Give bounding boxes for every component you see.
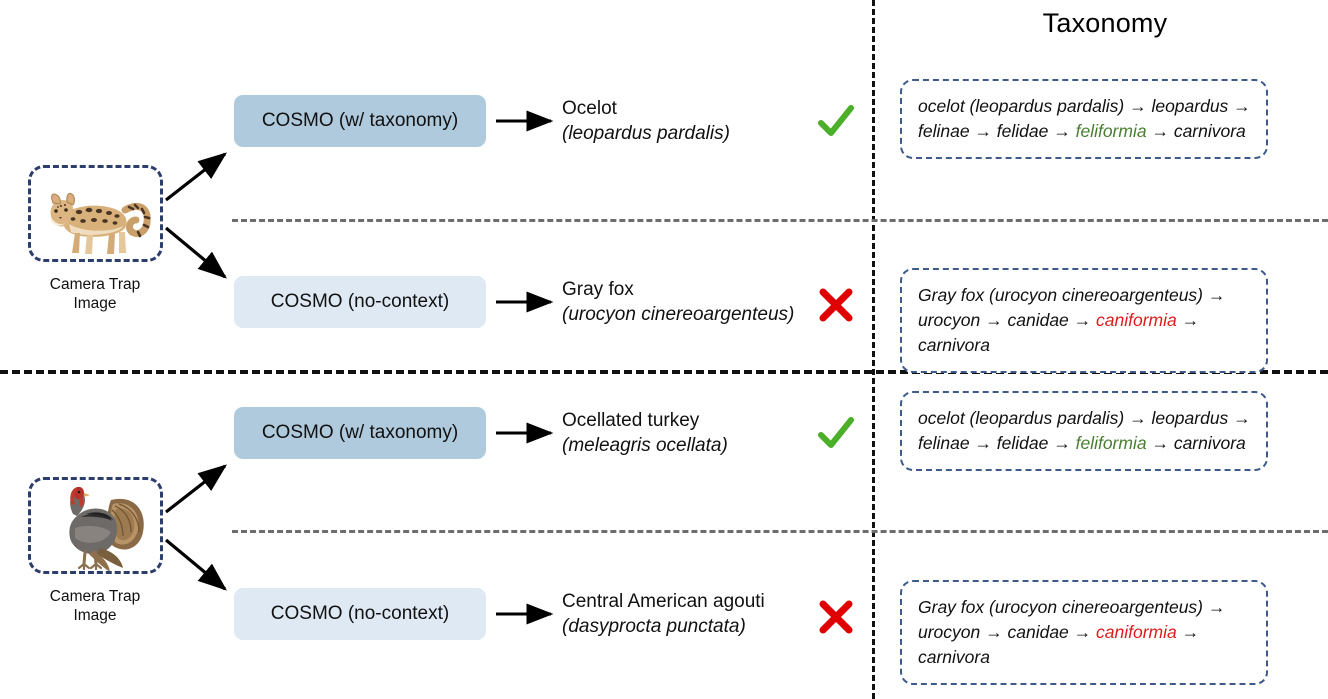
caption-line-1: Camera Trap: [49, 276, 141, 293]
caption-line-2: Image: [73, 295, 117, 312]
prediction-2: Gray fox (urocyon cinereoargenteus): [562, 277, 842, 327]
cross-icon: [819, 288, 853, 322]
camera-trap-image-card-2[interactable]: [28, 477, 163, 574]
image-caption-1: Camera Trap Image: [15, 275, 175, 313]
taxonomy-suffix: → carnivora: [1146, 433, 1246, 453]
taxonomy-suffix: → carnivora: [918, 310, 1200, 355]
page-title: Taxonomy: [1042, 8, 1168, 38]
prediction-scientific-name: (urocyon cinereoargenteus): [562, 304, 795, 325]
taxonomy-prefix: Gray fox (urocyon cinereoargenteus) → ur…: [918, 285, 1226, 330]
prediction-common-name: Central American agouti: [562, 591, 765, 612]
taxonomy-box-2: Gray fox (urocyon cinereoargenteus) → ur…: [900, 268, 1268, 373]
prediction-4: Central American agouti (dasyprocta punc…: [562, 589, 842, 639]
taxonomy-box-4: Gray fox (urocyon cinereoargenteus) → ur…: [900, 580, 1268, 685]
caption-line-2: Image: [73, 607, 117, 624]
prediction-3: Ocellated turkey (meleagris ocellata): [562, 408, 842, 458]
taxonomy-suffix: → carnivora: [918, 622, 1200, 667]
caption-line-1: Camera Trap: [49, 588, 141, 605]
prediction-scientific-name: (meleagris ocellata): [562, 435, 728, 456]
model-label: COSMO (no-context): [270, 291, 450, 312]
prediction-1: Ocelot (leopardus pardalis): [562, 96, 842, 146]
prediction-common-name: Ocelot: [562, 98, 617, 119]
model-box-no-context-2[interactable]: COSMO (no-context): [234, 588, 486, 640]
model-box-with-taxonomy-2[interactable]: COSMO (w/ taxonomy): [234, 407, 486, 459]
minor-branch-divider-top: [232, 219, 1328, 222]
model-label: COSMO (w/ taxonomy): [261, 422, 459, 443]
prediction-common-name: Ocellated turkey: [562, 410, 700, 431]
taxonomy-box-1: ocelot (leopardus pardalis) → leopardus …: [900, 79, 1268, 159]
check-icon: [818, 417, 854, 448]
prediction-scientific-name: (leopardus pardalis): [562, 123, 730, 144]
prediction-scientific-name: (dasyprocta punctata): [562, 616, 746, 637]
taxonomy-prefix: ocelot (leopardus pardalis) → leopardus …: [918, 408, 1251, 453]
minor-branch-divider-bottom: [232, 530, 1328, 533]
taxonomy-box-3: ocelot (leopardus pardalis) → leopardus …: [900, 391, 1268, 471]
taxonomy-highlight: feliformia: [1075, 121, 1147, 141]
taxonomy-suffix: → carnivora: [1146, 121, 1246, 141]
taxonomy-prefix: Gray fox (urocyon cinereoargenteus) → ur…: [918, 597, 1226, 642]
cross-icon: [819, 600, 853, 634]
taxonomy-highlight: caniformia: [1096, 622, 1177, 642]
image-caption-2: Camera Trap Image: [15, 587, 175, 625]
model-label: COSMO (w/ taxonomy): [261, 110, 459, 131]
major-row-divider: [0, 370, 1328, 374]
vertical-divider: [872, 0, 875, 699]
model-box-with-taxonomy-1[interactable]: COSMO (w/ taxonomy): [234, 95, 486, 147]
taxonomy-highlight: feliformia: [1075, 433, 1147, 453]
taxonomy-prefix: ocelot (leopardus pardalis) → leopardus …: [918, 96, 1251, 141]
prediction-common-name: Gray fox: [562, 279, 634, 300]
check-icon: [818, 105, 854, 136]
model-box-no-context-1[interactable]: COSMO (no-context): [234, 276, 486, 328]
turkey-image: [69, 486, 144, 571]
model-label: COSMO (no-context): [270, 603, 450, 624]
ocelot-image: [50, 192, 151, 254]
camera-trap-image-card-1[interactable]: [28, 165, 163, 262]
taxonomy-highlight: caniformia: [1096, 310, 1177, 330]
